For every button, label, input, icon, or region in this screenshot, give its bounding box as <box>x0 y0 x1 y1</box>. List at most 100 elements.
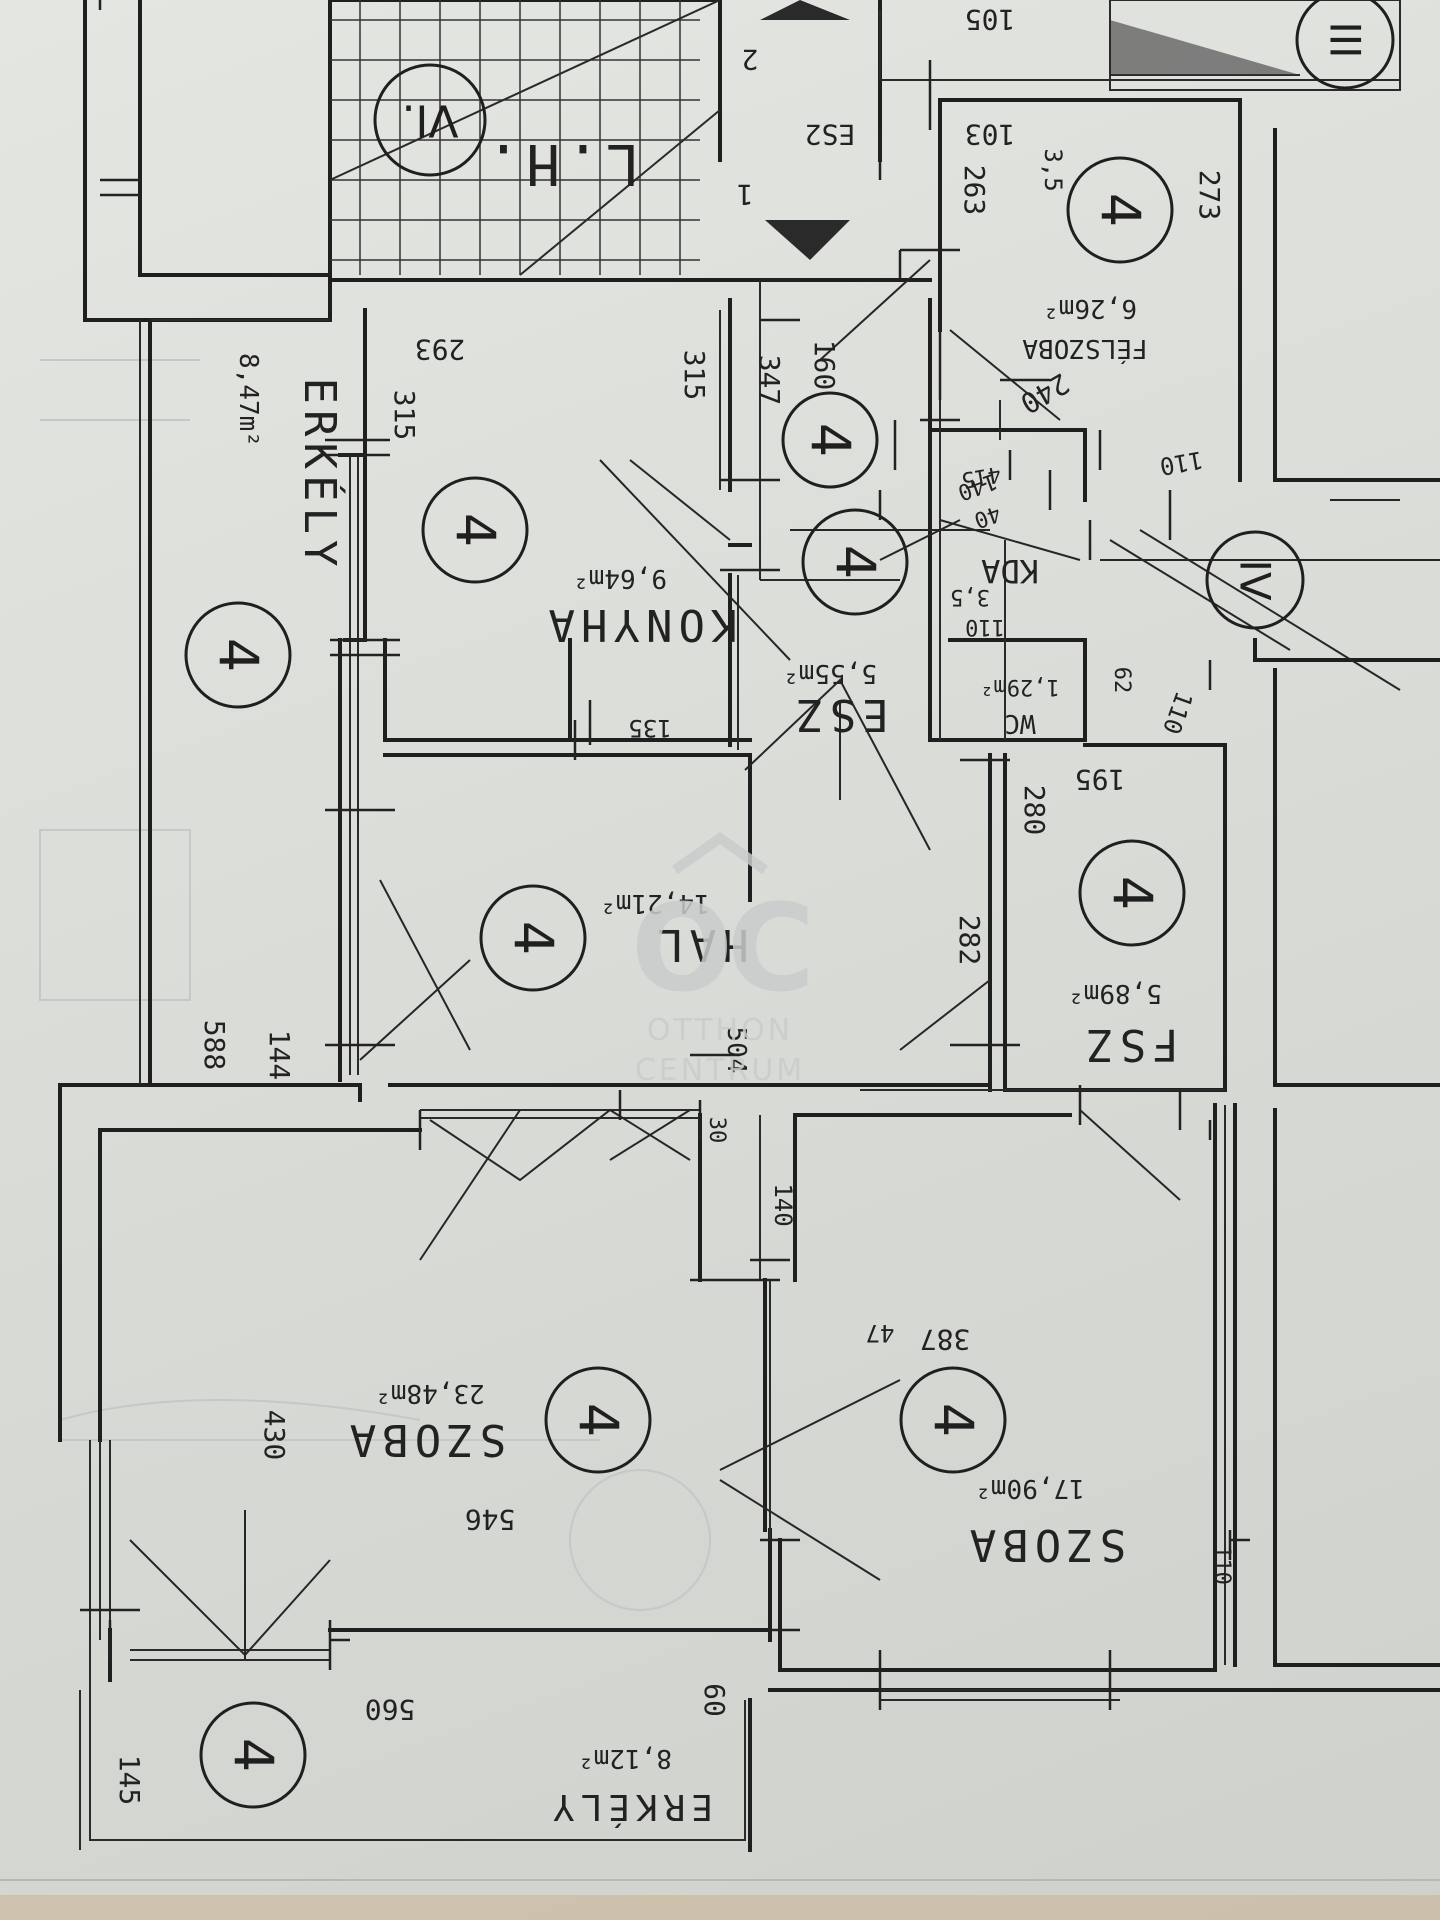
dim-label: 105 <box>965 3 1016 36</box>
room-area: 6,26m² <box>1043 293 1137 323</box>
room-name: L.H. <box>481 131 640 196</box>
marker-4: 4 <box>421 476 529 584</box>
svg-text:4: 4 <box>1089 193 1152 227</box>
svg-text:4: 4 <box>207 638 270 672</box>
marker-4: 4 <box>479 884 587 992</box>
svg-text:4: 4 <box>444 513 507 547</box>
marker-4: 4 <box>899 1366 1007 1474</box>
marker-4: 4 <box>1078 839 1186 947</box>
dim-label: 3,5 <box>1039 148 1067 191</box>
dim-label: 40 <box>970 500 1003 533</box>
room-area: 17,90m² <box>975 1473 1085 1503</box>
dimension-labels: 105 103 3,5 263 273 293 315 347 160 240 … <box>113 3 1234 1805</box>
marker-4: 4 <box>781 391 879 489</box>
room-name: WC <box>1004 708 1035 738</box>
dim-label: 62 <box>1109 667 1134 694</box>
room-name: SZOBA <box>344 1414 506 1465</box>
room-area: 5,55m² <box>783 658 877 688</box>
room-name: KONYHA <box>543 599 738 650</box>
ghost-lines <box>39 359 711 1611</box>
svg-text:VI.: VI. <box>401 95 458 146</box>
svg-text:4: 4 <box>824 545 887 579</box>
dim-label: 546 <box>465 1503 516 1536</box>
room-labels: ERKÉLY 8,47m² KONYHA 9,64m² HAL 14,21m² … <box>233 131 1179 1828</box>
svg-text:4: 4 <box>1101 876 1164 910</box>
room-area: 1,29m² <box>980 674 1059 699</box>
room-area: 8,47m² <box>233 353 263 447</box>
svg-text:4: 4 <box>799 423 862 457</box>
svg-text:III: III <box>1321 21 1370 58</box>
dim-label: 387 <box>920 1323 971 1356</box>
svg-text:4: 4 <box>222 1738 285 1772</box>
dimension-ticks <box>80 0 1250 1710</box>
room-name: FSZ <box>1081 1019 1178 1070</box>
dim-label: 315 <box>388 390 421 441</box>
dim-label: 47 <box>866 1319 895 1347</box>
dim-label: 30 <box>704 1117 729 1144</box>
dim-label: 347 <box>753 355 786 406</box>
dim-label: 1 <box>737 178 754 211</box>
dim-label: 135 <box>628 714 671 742</box>
marker-vi: VI. <box>373 63 487 177</box>
marker-4: 4 <box>184 601 292 709</box>
marker-4: 4 <box>544 1366 652 1474</box>
door-swings <box>129 259 1440 1660</box>
dim-label: 280 <box>1018 785 1051 836</box>
room-name: ERKÉLY <box>294 378 347 573</box>
room-name: ERKÉLY <box>547 1786 713 1828</box>
dim-label: 273 <box>1193 170 1226 221</box>
house-roof-icon <box>672 831 768 875</box>
dim-label: 430 <box>258 1410 291 1461</box>
dim-label: 282 <box>953 915 986 966</box>
room-name: KDA <box>981 552 1039 590</box>
dim-label: 140 <box>769 1183 797 1226</box>
dim-label: 315 <box>678 350 711 401</box>
watermark-line2: CENTRUM <box>635 1053 805 1088</box>
room-area: 23,48m² <box>375 1378 485 1408</box>
dim-label: 60 <box>698 1683 731 1717</box>
dim-label: 145 <box>113 1755 146 1806</box>
svg-text:4: 4 <box>922 1403 985 1437</box>
otthon-centrum-watermark: OC OTTHON CENTRUM <box>631 831 815 1088</box>
svg-text:IV: IV <box>1231 559 1280 600</box>
room-area: 8,12m² <box>578 1743 672 1773</box>
room-area: 9,64m² <box>573 563 667 593</box>
dim-label: 144 <box>263 1030 296 1081</box>
room-area: 5,89m² <box>1068 978 1162 1008</box>
dim-label: 3,5 <box>950 584 990 609</box>
watermark-logo: OC <box>631 880 809 1019</box>
dim-label: 588 <box>198 1020 231 1071</box>
marker-iii: III <box>1295 0 1395 90</box>
svg-text:4: 4 <box>502 921 565 955</box>
room-name: FÉLSZOBA <box>1022 333 1148 365</box>
room-name: ESZ <box>791 689 888 740</box>
dim-label: 110 <box>1157 688 1198 738</box>
marker-4: 4 <box>801 508 909 616</box>
detail-lines <box>99 280 1226 1701</box>
room-name: SZOBA <box>964 1519 1126 1570</box>
dim-label: 110 <box>1158 445 1206 480</box>
room-name: HAL <box>651 919 748 970</box>
dim-label: 160 <box>808 340 841 391</box>
dim-label: 103 <box>965 118 1016 151</box>
dim-label: 504 <box>721 1027 751 1074</box>
type-markers: 4 4 4 4 4 4 4 4 4 4 VI. IV III <box>184 0 1395 1809</box>
marker-4: 4 <box>199 1701 307 1809</box>
dim-label: 560 <box>365 1693 416 1726</box>
marker-iv: IV <box>1205 530 1305 630</box>
dim-label: 110 <box>1209 1545 1234 1585</box>
table-surface <box>0 1895 1440 1920</box>
watermark-line1: OTTHON <box>647 1013 793 1048</box>
dim-label: 240 <box>1015 366 1075 420</box>
dim-label: 2 <box>742 43 759 76</box>
dim-label: ES2 <box>805 118 856 151</box>
room-area: 14,21m² <box>600 888 710 918</box>
svg-text:4: 4 <box>567 1403 630 1437</box>
dim-label: 110 <box>965 614 1005 639</box>
dim-label: 195 <box>1075 763 1126 796</box>
marker-4: 4 <box>1066 156 1174 264</box>
dim-label: 263 <box>958 165 991 216</box>
stair-hatching <box>329 0 1401 276</box>
